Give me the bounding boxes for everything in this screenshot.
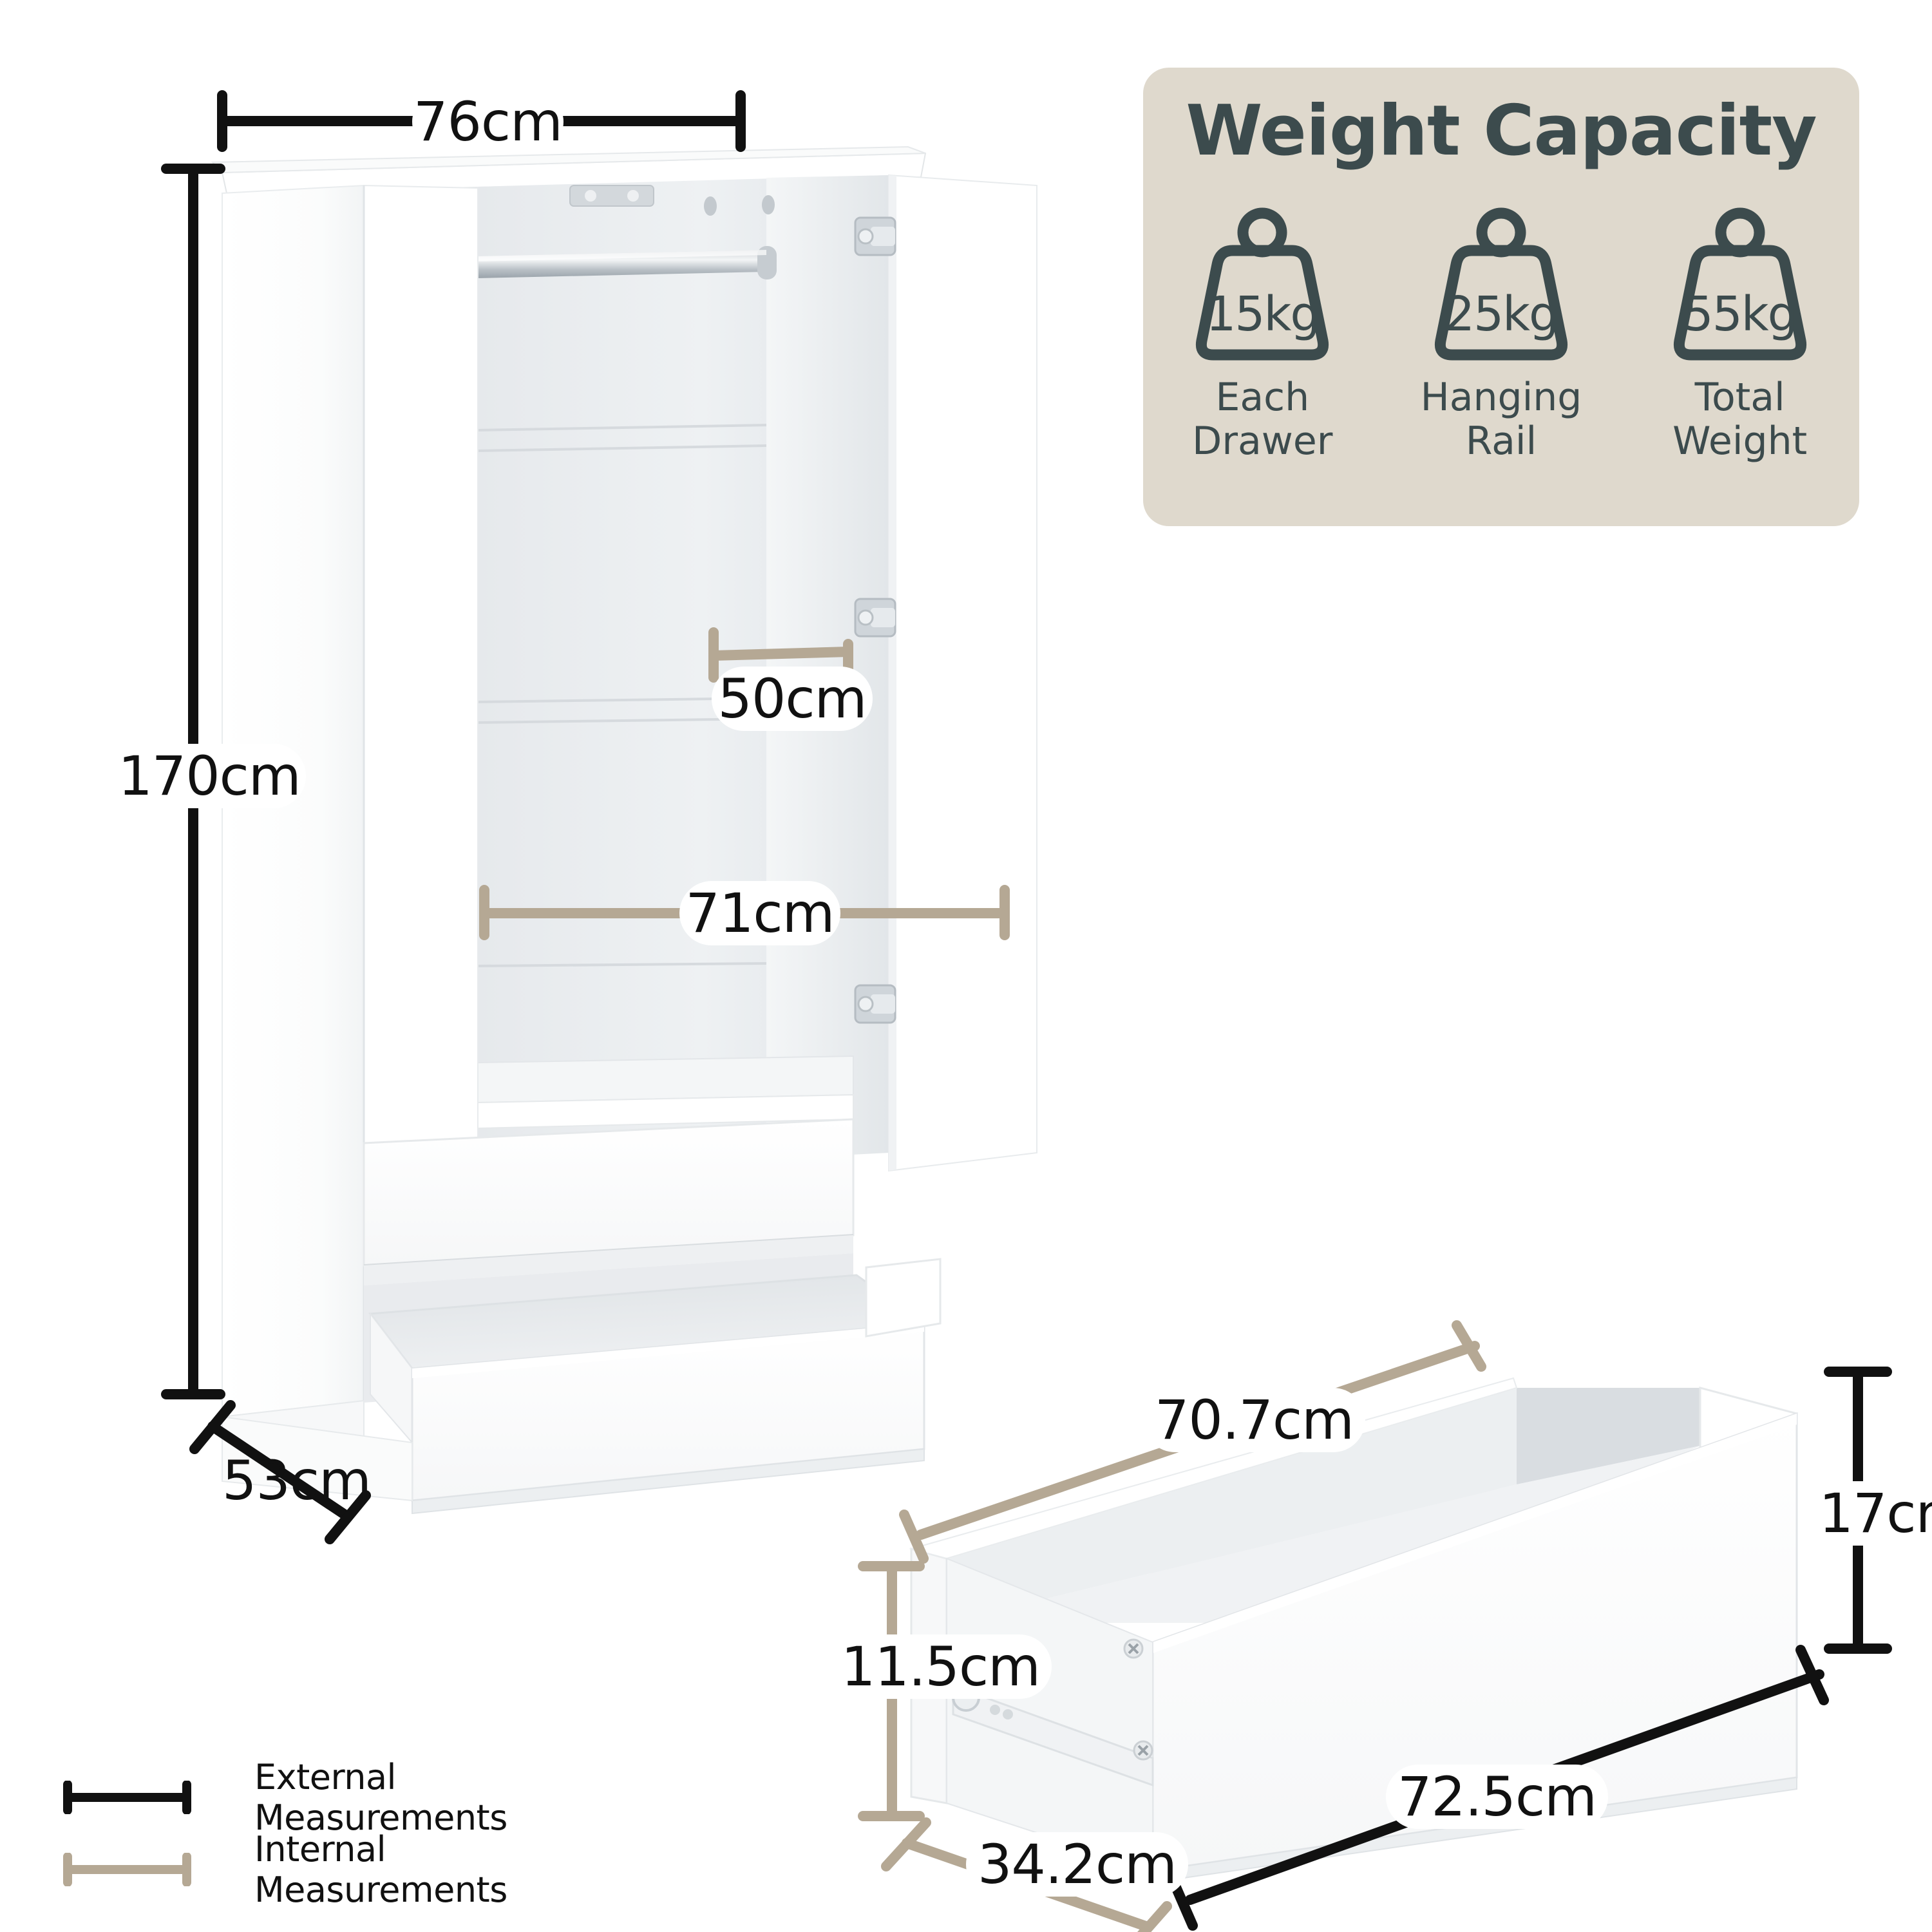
dim-label-wardrobe-internal-width: 71cm — [679, 881, 840, 945]
weight-caption-line1: Hanging — [1420, 375, 1582, 420]
dim-wardrobe-depth — [189, 1400, 371, 1544]
legend-label-internal: Internal Measurements — [254, 1829, 507, 1910]
weight-value: 25kg — [1444, 287, 1559, 342]
wardrobe-top-bracket — [569, 185, 654, 207]
weight-icon: 25kg — [1424, 204, 1578, 364]
drawer-front-panel-top-edge — [1153, 1414, 1797, 1653]
weight-value: 55kg — [1683, 287, 1798, 342]
weight-caption-line2: Rail — [1465, 419, 1537, 464]
drawer-inner-back-wall — [1517, 1388, 1700, 1484]
weight-icon: 15kg — [1185, 204, 1340, 364]
drawer-inner-base — [947, 1446, 1700, 1623]
weight-item-each-drawer: 15kg Each Drawer — [1166, 204, 1359, 464]
weight-caption-line1: Total — [1694, 375, 1785, 420]
weight-icon-glyph — [1673, 207, 1806, 361]
dim-label-wardrobe-internal-depth: 50cm — [712, 667, 873, 731]
wardrobe-open-drawer-base — [412, 1448, 925, 1515]
wardrobe-fixings — [704, 195, 775, 216]
measurement-legend: External Measurements Internal Measureme… — [61, 1757, 641, 1910]
weight-caption: Each Drawer — [1192, 375, 1332, 464]
weight-icon: 55kg — [1663, 204, 1817, 364]
weight-capacity-items: 15kg Each Drawer 25kg Hanging Rai — [1143, 204, 1859, 464]
weight-icon-glyph — [1434, 207, 1568, 361]
legend-row-internal: Internal Measurements — [61, 1829, 641, 1910]
drawer-rear-panel-fragment — [865, 1258, 942, 1338]
weight-item-hanging-rail: 25kg Hanging Rail — [1405, 204, 1598, 464]
hinge-bottom — [854, 984, 896, 1024]
hinge-middle — [854, 598, 896, 638]
weight-icon-glyph — [1196, 207, 1329, 361]
weight-caption-line2: Weight — [1672, 419, 1808, 464]
weight-capacity-title: Weight Capacity — [1186, 91, 1817, 171]
drawer-inner-left-wall — [947, 1388, 1517, 1623]
wardrobe-right-open-door-edge — [889, 175, 896, 1171]
external-swatch-icon — [63, 1780, 191, 1815]
dim-label-drawer-internal-width: 70.7cm — [1143, 1388, 1365, 1452]
weight-caption-line2: Drawer — [1192, 419, 1333, 464]
dim-label-drawer-external-height: 17cm — [1813, 1481, 1932, 1546]
legend-label-external: External Measurements — [254, 1757, 507, 1838]
weight-caption-line1: Each — [1215, 375, 1310, 420]
dim-label-drawer-internal-depth: 34.2cm — [966, 1832, 1188, 1897]
weight-caption: Hanging Rail — [1421, 375, 1582, 464]
weight-item-total-weight: 55kg Total Weight — [1643, 204, 1837, 464]
wardrobe-base-board — [222, 1416, 413, 1502]
wardrobe-open-drawer-front-top — [412, 1323, 924, 1378]
hanging-rail — [477, 246, 777, 279]
hinge-top — [854, 216, 896, 256]
external-measurement-swatch — [61, 1780, 193, 1815]
dim-label-wardrobe-depth: 53cm — [222, 1449, 372, 1512]
drawer-screws — [1123, 1638, 1153, 1761]
dim-label-wardrobe-height: 170cm — [113, 744, 306, 808]
weight-capacity-card: Weight Capacity 15kg Each Drawer — [1143, 68, 1859, 526]
internal-measurement-swatch — [61, 1852, 193, 1887]
wardrobe-drawer-upper-gap — [364, 1235, 853, 1285]
drawer-runner — [952, 1684, 1154, 1787]
legend-row-external: External Measurements — [61, 1757, 641, 1838]
weight-value: 15kg — [1206, 287, 1320, 342]
internal-swatch-icon — [63, 1852, 191, 1887]
dim-label-drawer-internal-height: 11.5cm — [829, 1634, 1052, 1699]
dim-label-wardrobe-width: 76cm — [412, 90, 564, 153]
weight-caption: Total Weight — [1672, 375, 1807, 464]
dim-label-drawer-external-width: 72.5cm — [1386, 1765, 1608, 1829]
